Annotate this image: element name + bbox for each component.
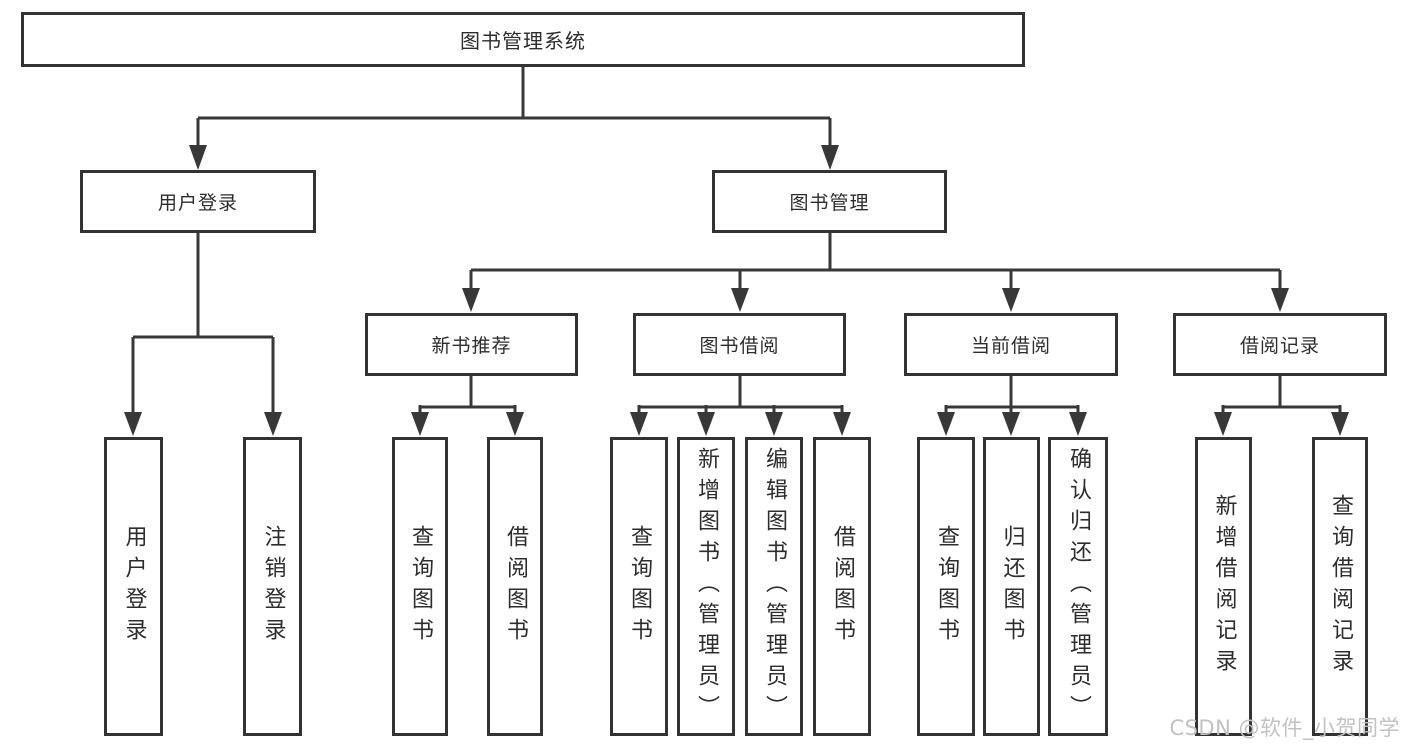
node-borrow-records: 借阅记录	[1173, 313, 1387, 376]
leaf-logout: 注销登录	[243, 437, 302, 736]
leaf-user-login: 用户登录	[104, 437, 163, 736]
leaf-borrow-edit-books-admin: 编辑图书（管理员）	[745, 437, 803, 736]
leaf-recommend-borrow-books: 借阅图书	[487, 437, 543, 736]
watermark: CSDN @软件_小贺同学	[1169, 716, 1400, 740]
leaf-borrow-borrow-books: 借阅图书	[813, 437, 871, 736]
leaf-current-confirm-return-admin: 确认归还（管理员）	[1048, 437, 1108, 736]
leaf-current-query-books: 查询图书	[917, 437, 975, 736]
leaf-records-add-record: 新增借阅记录	[1195, 437, 1252, 736]
leaf-current-return-books: 归还图书	[983, 437, 1040, 736]
leaf-records-query-record: 查询借阅记录	[1312, 437, 1368, 736]
connector-segments	[131, 67, 1342, 413]
node-book-borrow: 图书借阅	[633, 313, 846, 376]
arrowheads	[124, 145, 1349, 436]
leaf-borrow-query-books: 查询图书	[610, 437, 668, 736]
node-current-borrow: 当前借阅	[904, 313, 1118, 376]
leaf-borrow-add-books-admin: 新增图书（管理员）	[677, 437, 735, 736]
node-root: 图书管理系统	[21, 12, 1025, 67]
node-book-management: 图书管理	[712, 170, 947, 233]
node-user-login: 用户登录	[80, 170, 316, 233]
node-new-book-recommend: 新书推荐	[365, 313, 578, 376]
leaf-recommend-query-books: 查询图书	[392, 437, 448, 736]
